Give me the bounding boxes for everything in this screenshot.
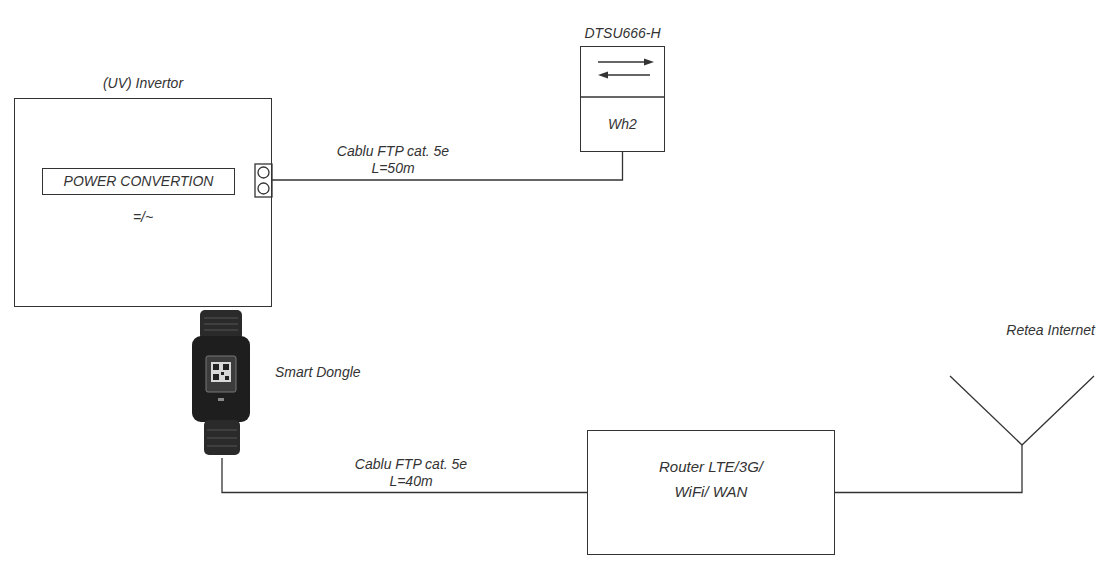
smart-dongle-picture xyxy=(192,310,250,455)
cable-label: Cablu FTP cat. 5e L=50m xyxy=(318,143,468,177)
energy-meter: DTSU666-HWh2 xyxy=(580,46,665,152)
cable-label: Cablu FTP cat. 5e L=40m xyxy=(336,456,486,490)
power-conversion-box: POWER CONVERTION xyxy=(42,168,235,195)
network-label: Retea Internet xyxy=(1006,322,1095,339)
symbol-text: =/~ xyxy=(15,209,271,226)
arrow-head xyxy=(598,72,608,79)
device-title: DTSU666-H xyxy=(551,25,694,42)
device-title: Smart Dongle xyxy=(275,364,361,381)
device-title: (UV) Invertor xyxy=(15,75,271,92)
terminal-block xyxy=(255,164,272,197)
inverter-box: (UV) Invertor=/~POWER CONVERTION xyxy=(14,98,272,307)
block-label: POWER CONVERTION xyxy=(43,169,234,193)
smart-dongle: Smart Dongle xyxy=(185,306,375,458)
arrow-head xyxy=(644,59,654,66)
terminal-screw xyxy=(258,167,269,178)
terminal-screw xyxy=(258,183,269,194)
internet-antenna: Retea Internet xyxy=(945,318,1097,445)
meter-divider xyxy=(580,96,665,97)
router-label: Router LTE/3G/ WiFi/ WAN xyxy=(645,454,777,504)
meter-label: Wh2 xyxy=(581,116,664,133)
antenna-element xyxy=(1022,376,1094,445)
import-arrow xyxy=(606,74,650,75)
antenna-element xyxy=(950,376,1022,445)
export-arrow xyxy=(598,61,646,62)
router-box: Router LTE/3G/ WiFi/ WAN xyxy=(587,430,835,555)
cable-connector xyxy=(835,445,1022,493)
